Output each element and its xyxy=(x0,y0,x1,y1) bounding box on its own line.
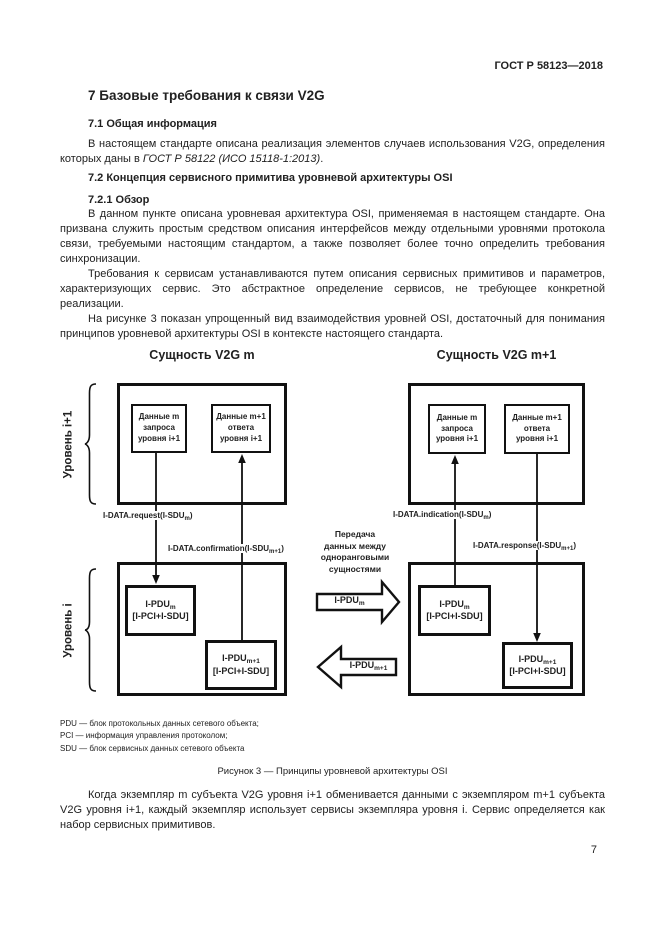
pdu-left-arrow-label: I-PDUm+1 xyxy=(341,660,396,672)
pdu-right-label-sub: m xyxy=(358,600,365,607)
pdu-left-label-base: I-PDU xyxy=(349,660,375,670)
figure-caption: Рисунок 3 — Принципы уровневой архитекту… xyxy=(217,766,448,777)
page-number: 7 xyxy=(590,844,597,856)
lower-layer-brace xyxy=(84,568,97,692)
document-header: ГОСТ Р 58123—2018 xyxy=(494,60,603,72)
request-primitive-label: I-DATA.request(I-SDUm) xyxy=(102,511,194,522)
figure-notes: PDU — блок протокольных данных сетевого … xyxy=(60,718,605,755)
text-column: 7 Базовые требования к связи V2G 7.1 Общ… xyxy=(60,88,605,342)
left-entity-title: Сущность V2G m xyxy=(149,348,255,362)
confirmation-primitive-label: I-DATA.confirmation(I-SDUm+1) xyxy=(167,544,285,555)
indication-label-close: ) xyxy=(488,510,492,519)
ipdu-m-line2: [I-PCI+I-SDU] xyxy=(426,611,483,621)
response-label-sub: m+1 xyxy=(561,546,574,552)
pdu-right-arrow-label: I-PDUm xyxy=(317,595,382,607)
ipdu-m1-base: I-PDU xyxy=(518,653,544,664)
right-ipdu-m1-box: I-PDUm+1 [I-PCI+I-SDU] xyxy=(502,642,573,689)
confirmation-label-base: I-DATA.confirmation(I-SDU xyxy=(168,544,270,553)
right-response-data-box: Данные m+1 ответа уровня i+1 xyxy=(504,404,570,454)
ipdu-m-sub: m xyxy=(169,603,176,611)
paragraph-7-2-1-c: На рисунке 3 показан упрощенный вид взаи… xyxy=(60,313,605,340)
left-ipdu-m-box: I-PDUm [I-PCI+I-SDU] xyxy=(125,585,196,636)
ipdu-m1-line1: I-PDUm+1 xyxy=(519,654,557,667)
layer-lower-label: Уровень i xyxy=(62,603,75,658)
right-ipdu-m-box: I-PDUm [I-PCI+I-SDU] xyxy=(418,585,491,636)
section-7-heading: 7 Базовые требования к связи V2G xyxy=(88,88,325,103)
paragraph-7-2-1-a: В данном пункте описана уровневая архите… xyxy=(60,208,605,265)
left-request-data-box: Данные m запроса уровня i+1 xyxy=(131,404,187,453)
figure-3-diagram: Сущность V2G m Сущность V2G m+1 Уровень … xyxy=(60,340,605,712)
response-label-base: I-DATA.response(I-SDU xyxy=(473,541,562,550)
ipdu-m1-sub: m+1 xyxy=(543,658,557,666)
ipdu-m1-line1: I-PDUm+1 xyxy=(222,653,260,666)
confirmation-label-close: ) xyxy=(281,544,284,553)
indication-label-base: I-DATA.indication(I-SDU xyxy=(393,510,484,519)
paragraph-7-1: В настоящем стандарте описана реализация… xyxy=(60,137,605,167)
indication-label-sub: m xyxy=(483,515,489,521)
layer-upper-label: Уровень i+1 xyxy=(62,410,75,479)
ipdu-m-line1: I-PDUm xyxy=(439,599,469,612)
ipdu-m-base: I-PDU xyxy=(439,598,464,609)
confirmation-label-sub: m+1 xyxy=(269,549,282,555)
ipdu-m1-base: I-PDU xyxy=(222,653,247,663)
pdu-right-label-base: I-PDU xyxy=(334,595,359,605)
note-pdu: PDU — блок протокольных данных сетевого … xyxy=(60,719,259,728)
right-request-data-box: Данные m запроса уровня i+1 xyxy=(428,404,486,454)
ipdu-m-sub: m xyxy=(463,603,470,611)
ipdu-m1-sub: m+1 xyxy=(246,658,260,665)
response-primitive-label: I-DATA.response(I-SDUm+1) xyxy=(472,541,578,552)
ipdu-m1-line2: [I-PCI+I-SDU] xyxy=(509,666,566,676)
ipdu-m-line2: [I-PCI+I-SDU] xyxy=(132,611,189,621)
left-response-data-box: Данные m+1 ответа уровня i+1 xyxy=(211,404,271,453)
request-label-close: ) xyxy=(189,511,193,520)
request-label-base: I-DATA.request(I-SDU xyxy=(103,511,185,520)
section-7-2-heading: 7.2 Концепция сервисного примитива уровн… xyxy=(88,172,453,184)
section-7-2-1-heading: 7.2.1 Обзор xyxy=(88,194,150,206)
standard-reference: ГОСТ Р 58122 (ИСО 15118-1:2013) xyxy=(142,153,321,165)
section-7-1-heading: 7.1 Общая информация xyxy=(88,118,217,130)
paragraph-7-1-text: В настоящем стандарте описана реализация… xyxy=(60,138,605,165)
request-label-sub: m xyxy=(184,516,190,522)
ipdu-m-base: I-PDU xyxy=(145,598,170,609)
note-pci: PCI — информация управления протоколом; xyxy=(60,731,228,741)
peer-transfer-text: Передача данных между одноранговыми сущн… xyxy=(320,529,390,574)
paragraph-final: Когда экземпляр m субъекта V2G уровня i+… xyxy=(60,789,605,831)
pdu-left-label-sub: m+1 xyxy=(374,665,388,672)
paragraph-7-1-period: . xyxy=(320,153,324,165)
paragraph-7-2-1-b: Требования к сервисам устанавливаются пу… xyxy=(60,268,605,310)
response-label-close: ) xyxy=(573,541,577,550)
indication-primitive-label: I-DATA.indication(I-SDUm) xyxy=(392,510,493,521)
ipdu-m-line1: I-PDUm xyxy=(145,599,175,612)
ipdu-m1-line2: [I-PCI+I-SDU] xyxy=(212,665,270,676)
note-sdu: SDU — блок сервисных данных сетевого объ… xyxy=(60,743,245,753)
left-ipdu-m1-box: I-PDUm+1 [I-PCI+I-SDU] xyxy=(205,640,277,690)
right-entity-title: Сущность V2G m+1 xyxy=(436,348,557,362)
upper-layer-brace xyxy=(84,383,97,505)
